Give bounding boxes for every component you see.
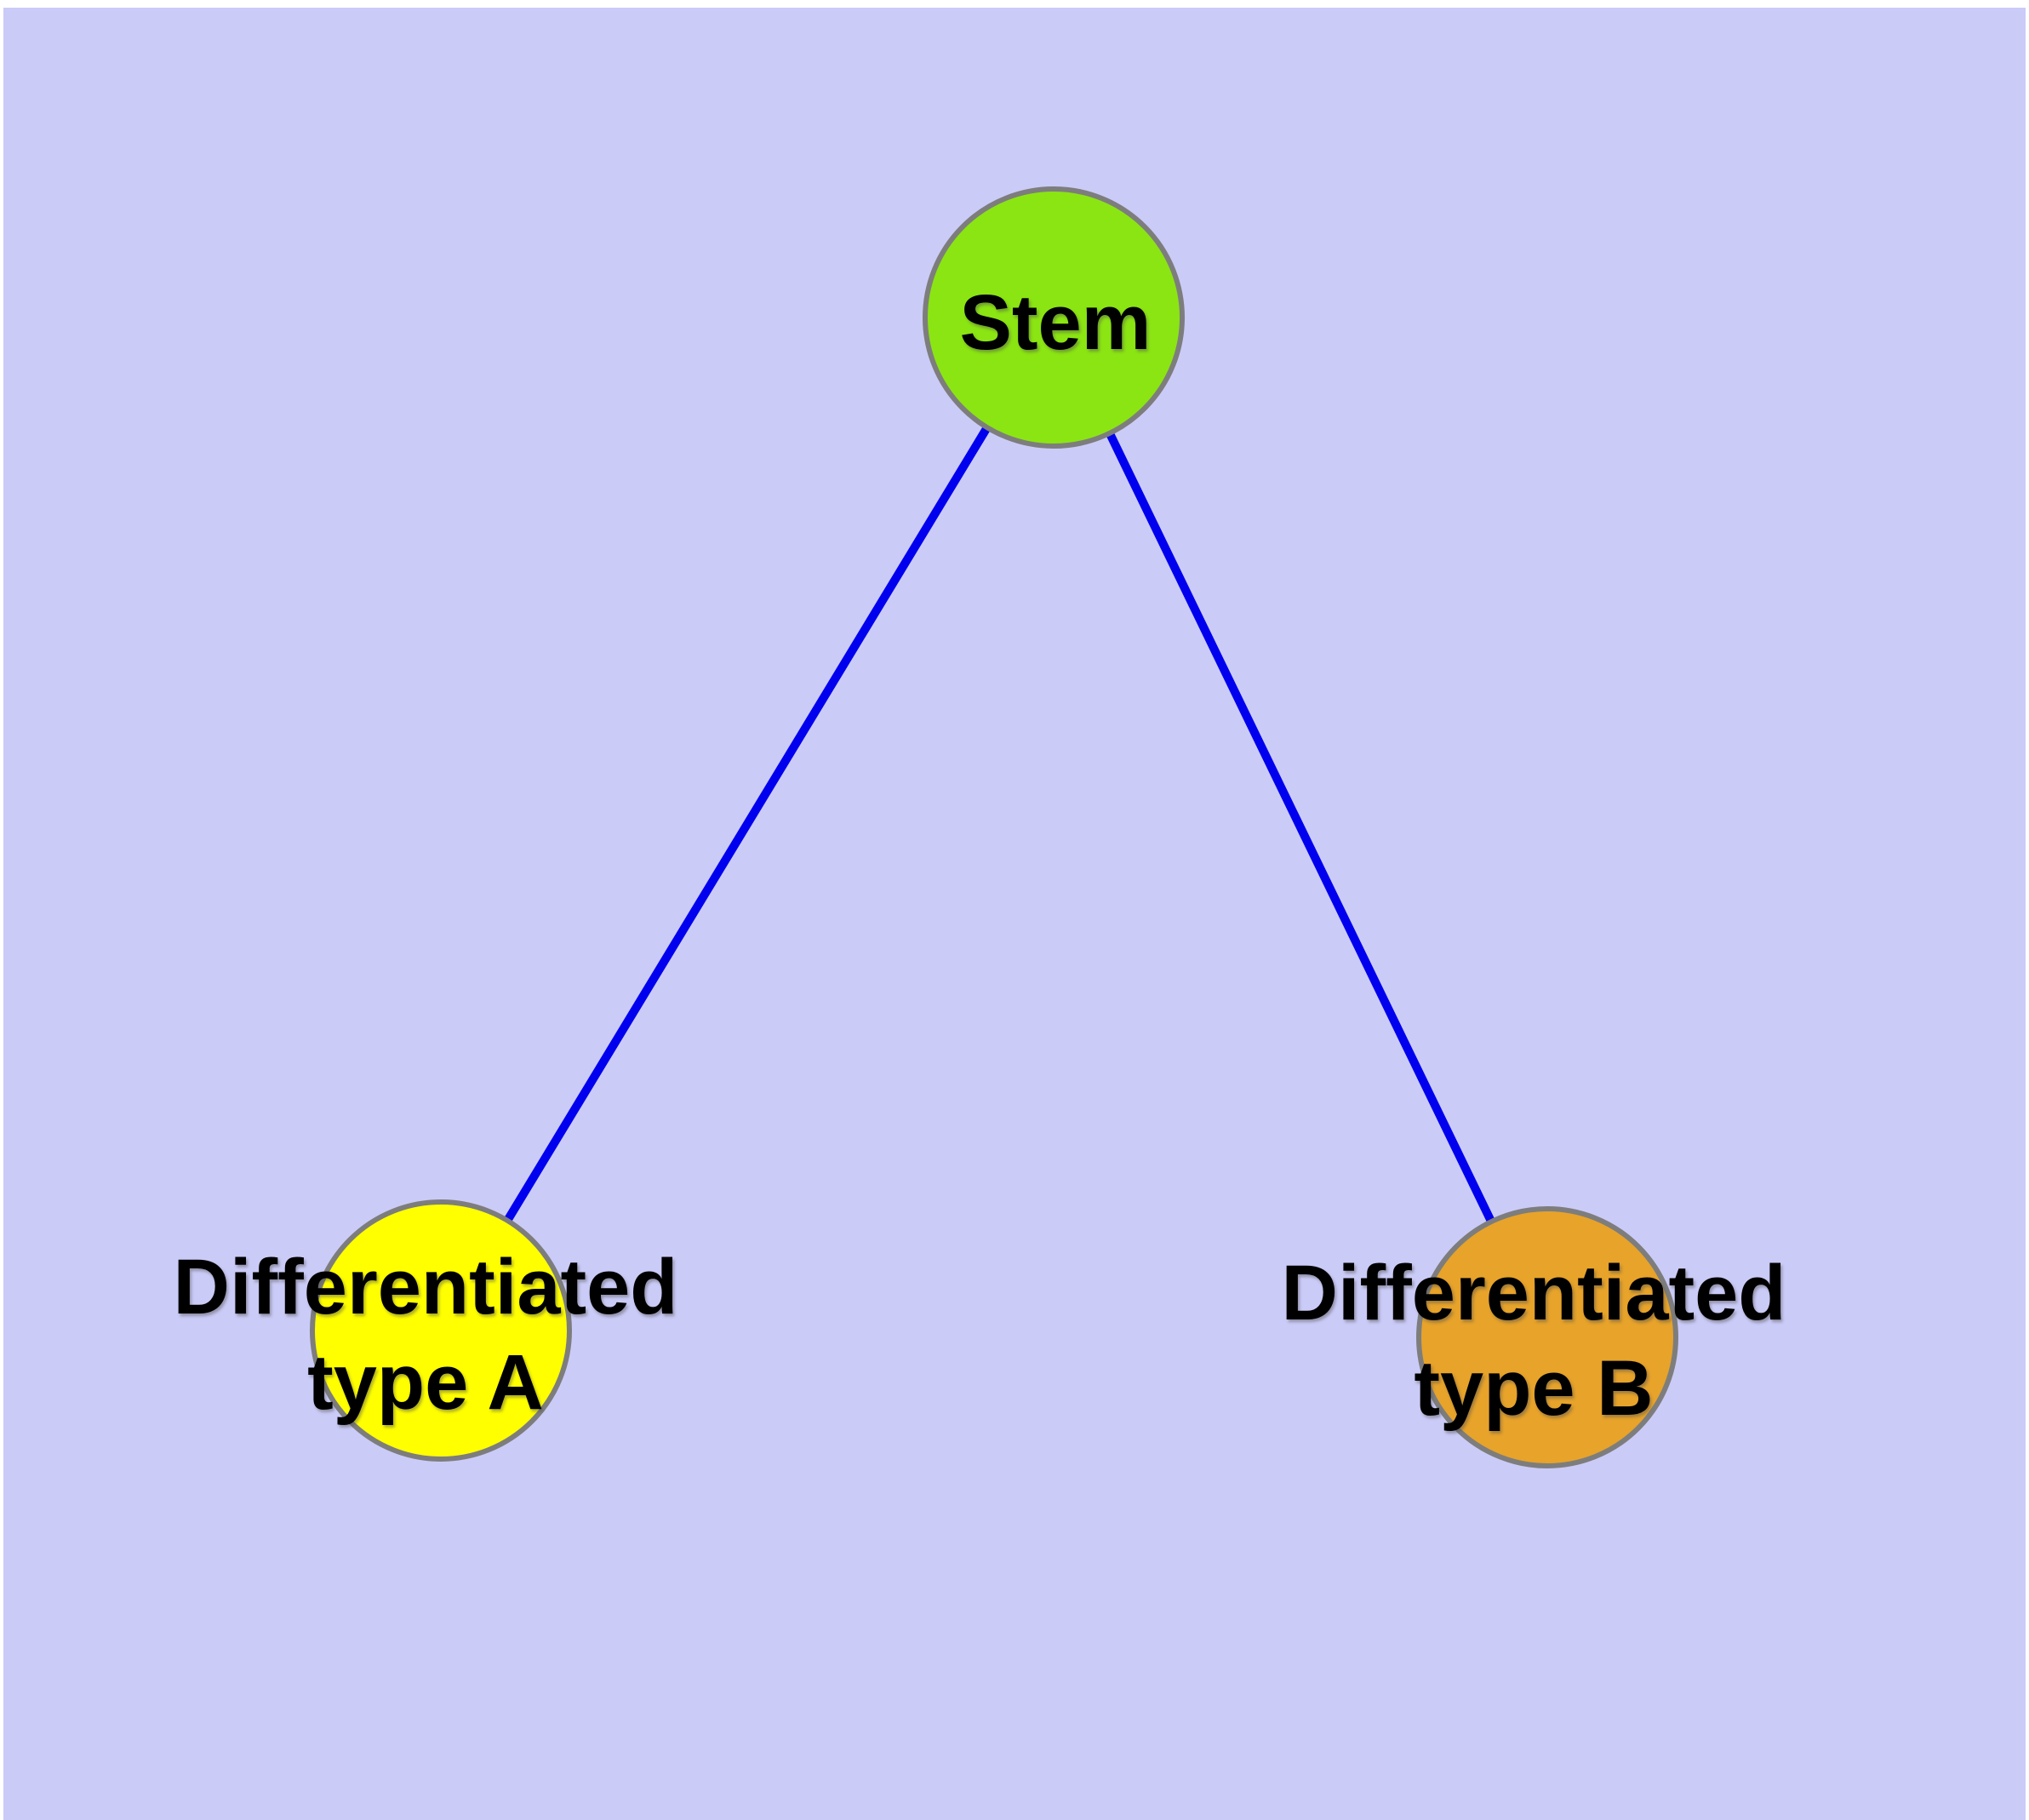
edge-stem-to-type-b bbox=[1049, 315, 1552, 1340]
node-label-type-b-line1: Differentiated bbox=[1281, 1250, 1786, 1336]
node-label-type-b: Differentiated type B bbox=[1282, 1245, 1786, 1436]
node-label-type-b-line2: type B bbox=[1414, 1345, 1654, 1432]
node-label-stem: Stem bbox=[960, 275, 1152, 370]
node-label-stem-text: Stem bbox=[959, 279, 1152, 366]
edge-stem-to-type-a bbox=[437, 315, 1058, 1333]
node-label-type-a-line1: Differentiated bbox=[173, 1244, 678, 1331]
node-label-type-a-line2: type A bbox=[307, 1339, 544, 1426]
node-type-b-circle bbox=[1416, 1206, 1678, 1468]
node-stem-circle bbox=[923, 186, 1185, 449]
node-type-a-circle bbox=[310, 1199, 572, 1462]
node-label-type-a: Differentiated type A bbox=[174, 1239, 678, 1430]
